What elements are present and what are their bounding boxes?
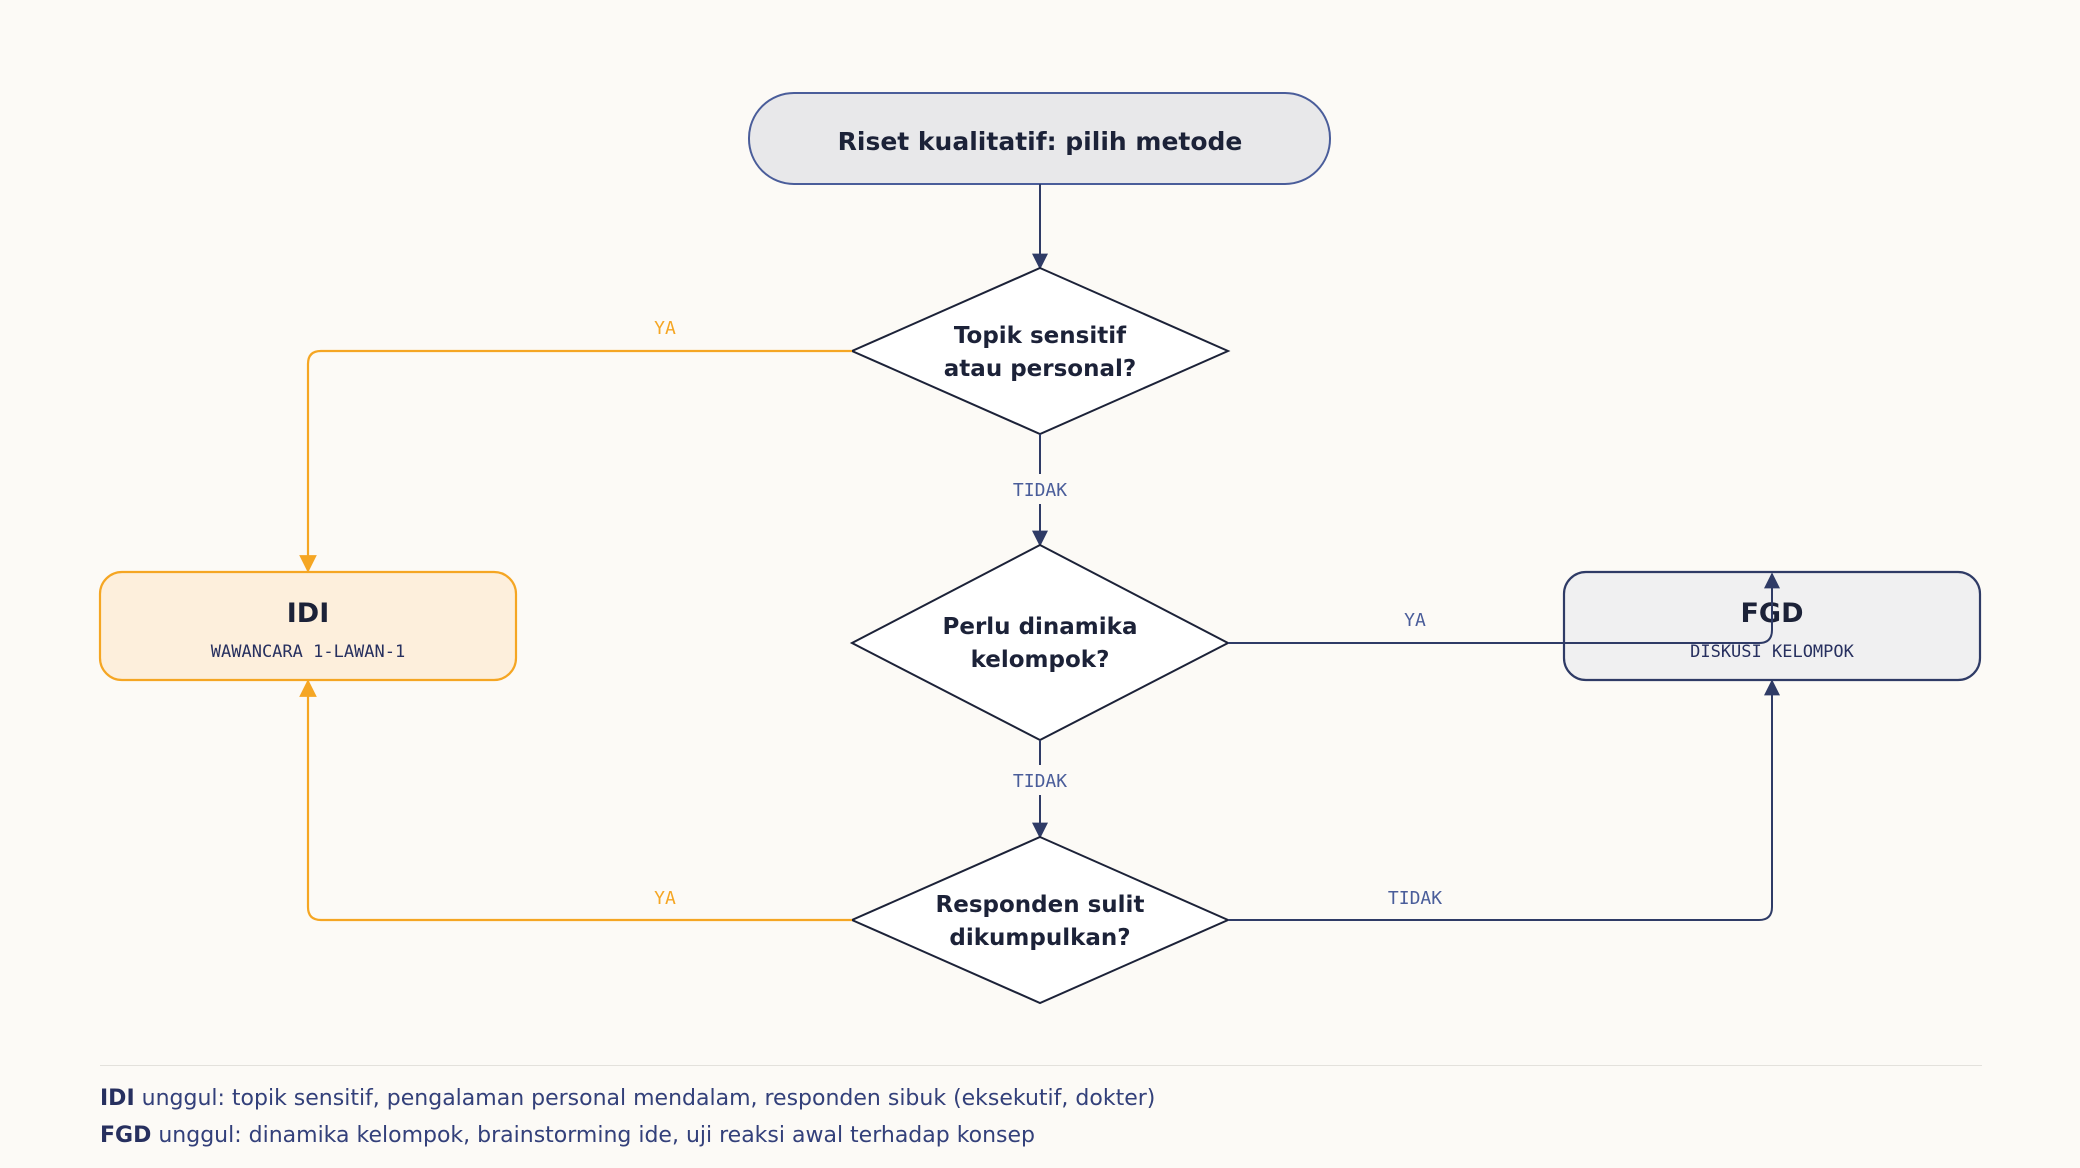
edge-q2-yes-label: YA: [1404, 610, 1426, 631]
result-idi-subtitle: WAWANCARA 1-LAWAN-1: [211, 642, 405, 662]
legend-idi-term: IDI: [100, 1086, 135, 1111]
edge-q2-yes-to-fgd: [1228, 572, 1780, 644]
decision-hard-to-gather-line1: Responden sulit: [936, 892, 1145, 918]
decision-group-dynamics-line2: kelompok?: [971, 647, 1110, 673]
decision-sensitive-topic-line1: Topik sensitif: [954, 323, 1127, 349]
decision-hard-to-gather-line2: dikumpulkan?: [949, 925, 1130, 951]
decision-sensitive-topic-line2: atau personal?: [944, 356, 1136, 382]
decision-sensitive-topic: Topik sensitif atau personal?: [849, 266, 1231, 436]
edge-q3-no-label: TIDAK: [1388, 888, 1442, 909]
edge-q1-yes-label: YA: [654, 318, 676, 339]
decision-group-dynamics: Perlu dinamika kelompok?: [849, 543, 1231, 742]
result-idi-title: IDI: [287, 598, 330, 629]
start-node-label: Riset kualitatif: pilih metode: [838, 127, 1243, 156]
legend-fgd: FGD unggul: dinamika kelompok, brainstor…: [100, 1117, 1982, 1154]
edge-q3-yes-label: YA: [654, 888, 676, 909]
edge-q1-no-label: TIDAK: [1013, 480, 1067, 501]
start-node: Riset kualitatif: pilih metode: [748, 92, 1331, 185]
decision-hard-to-gather: Responden sulit dikumpulkan?: [849, 835, 1231, 1005]
legend-idi: IDI unggul: topik sensitif, pengalaman p…: [100, 1080, 1982, 1117]
legend-fgd-text: unggul: dinamika kelompok, brainstorming…: [151, 1123, 1036, 1148]
edge-q3-no-to-fgd: [1228, 679, 1780, 921]
legend-notes: IDI unggul: topik sensitif, pengalaman p…: [100, 1065, 1982, 1154]
edge-q2-no-label: TIDAK: [1013, 771, 1067, 792]
legend-fgd-term: FGD: [100, 1123, 152, 1148]
edge-q3-yes-to-idi: [299, 679, 852, 922]
result-idi: IDI WAWANCARA 1-LAWAN-1: [98, 570, 518, 682]
legend-idi-text: unggul: topik sensitif, pengalaman perso…: [134, 1086, 1156, 1111]
result-fgd-subtitle: DISKUSI KELOMPOK: [1690, 642, 1855, 662]
decision-group-dynamics-line1: Perlu dinamika: [943, 614, 1138, 640]
edge-q1-yes-to-idi: [299, 349, 852, 573]
